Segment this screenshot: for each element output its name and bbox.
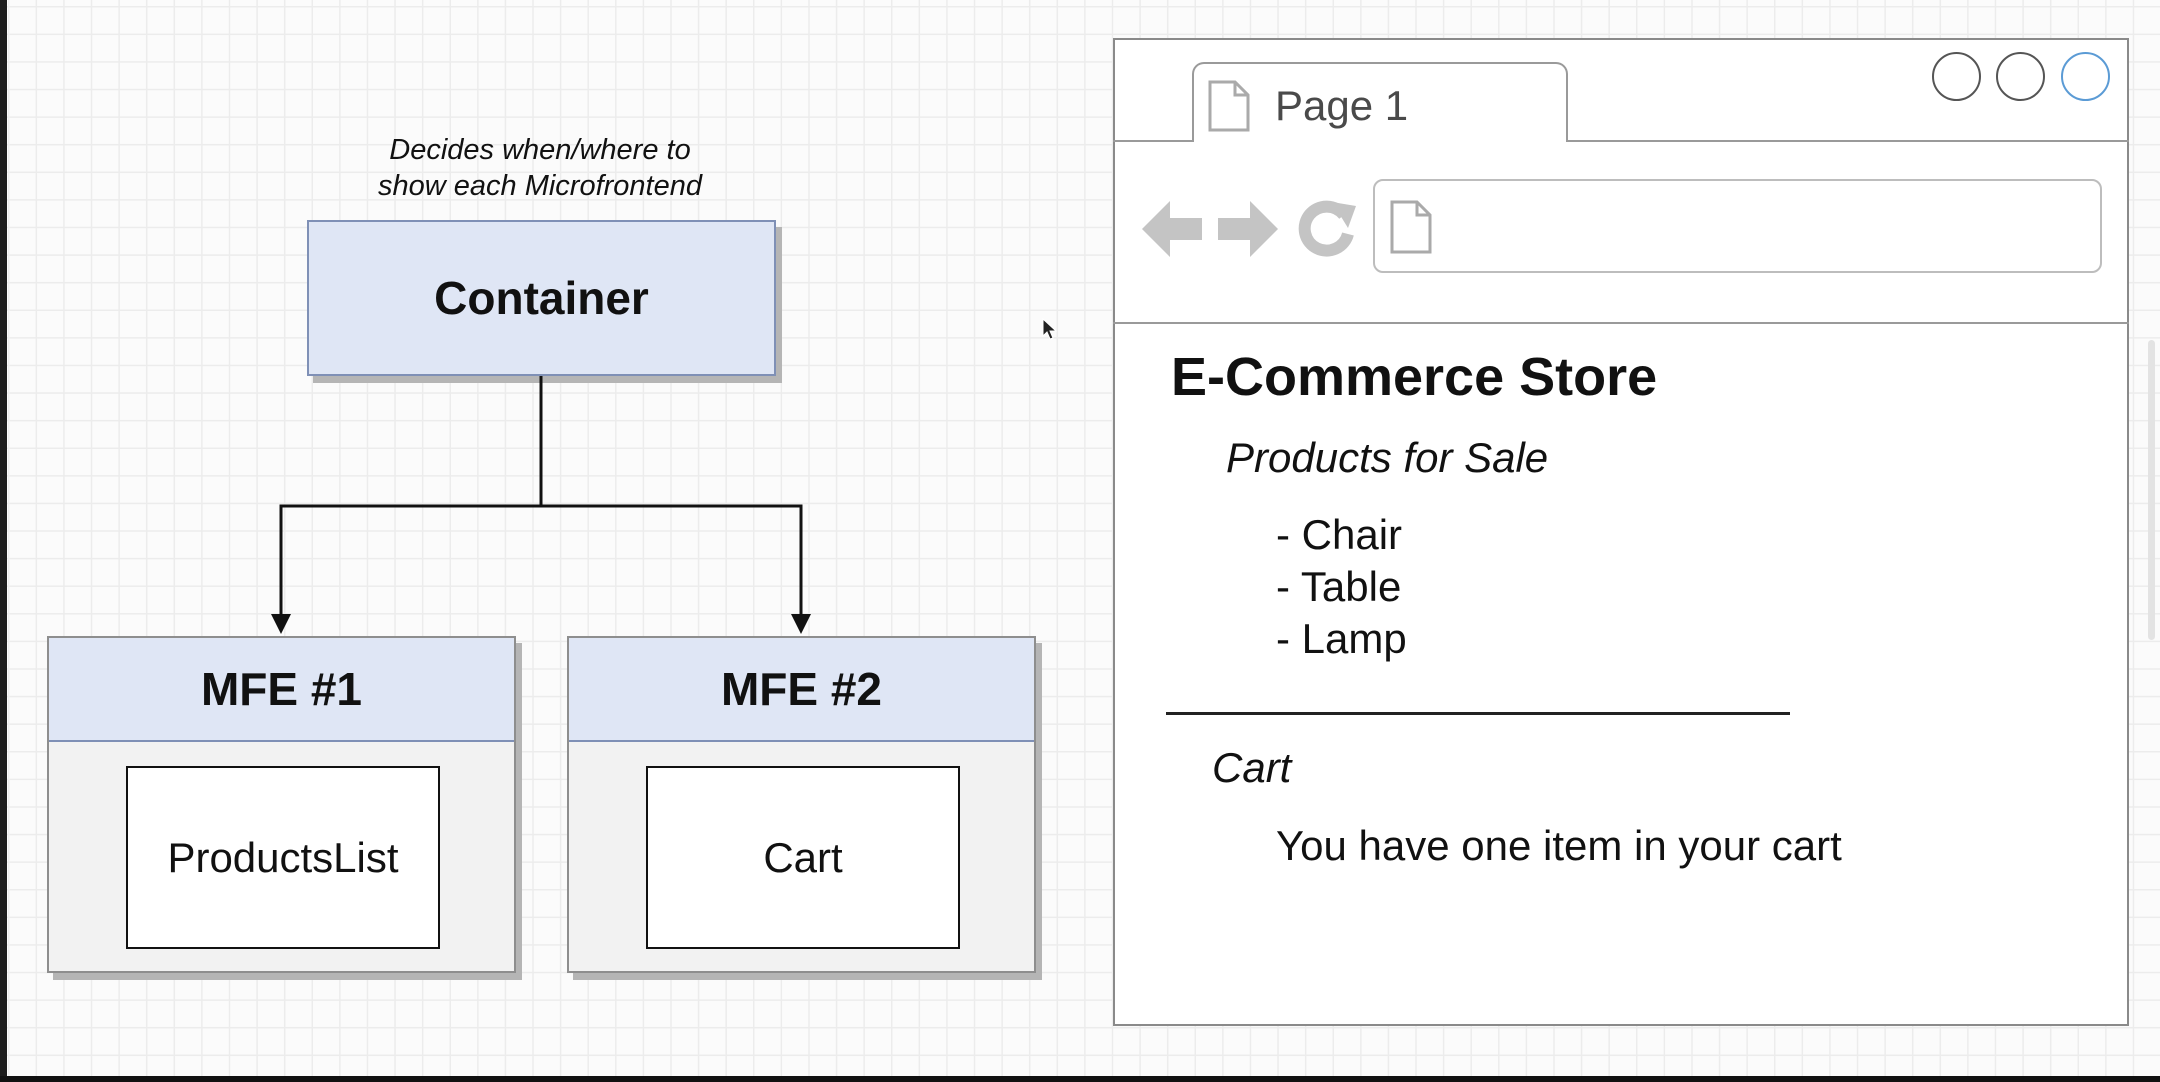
tab-bar-line: [1113, 140, 2129, 142]
connector-to-mfe2: [541, 504, 803, 618]
mfe-1-header: MFE #1: [49, 638, 514, 742]
mfe-2-header: MFE #2: [569, 638, 1034, 742]
back-arrow-icon[interactable]: [1140, 196, 1204, 262]
window-circle-icon[interactable]: [2061, 52, 2110, 101]
page-icon: [1208, 80, 1250, 132]
mfe-2-box[interactable]: MFE #2 Cart: [567, 636, 1036, 973]
mouse-cursor-icon: [1042, 318, 1058, 340]
address-bar[interactable]: [1373, 179, 2102, 273]
list-item: - Table: [1276, 563, 1402, 610]
annotation-line-2: show each Microfrontend: [378, 170, 702, 202]
toolbar-divider: [1113, 322, 2129, 324]
container-label: Container: [434, 272, 649, 324]
products-list-label: ProductsList: [167, 833, 399, 881]
connector-to-mfe1: [279, 504, 541, 618]
bottom-edge-bar: [0, 1076, 2160, 1082]
forward-arrow-icon[interactable]: [1216, 196, 1280, 262]
mfe-1-box[interactable]: MFE #1 ProductsList: [47, 636, 516, 973]
list-item: - Chair: [1276, 511, 1403, 558]
list-item: - Lamp: [1276, 615, 1407, 662]
cart-component-label: Cart: [763, 833, 843, 881]
products-list-component[interactable]: ProductsList: [126, 766, 440, 949]
page-icon: [1390, 200, 1432, 254]
products-heading: Products for Sale: [1226, 434, 1549, 481]
section-divider: [1166, 712, 1790, 715]
container-annotation: Decides when/where to show each Microfro…: [300, 132, 780, 204]
browser-tab[interactable]: [1192, 62, 1568, 142]
window-circle-icon[interactable]: [1932, 52, 1981, 101]
cart-component[interactable]: Cart: [646, 766, 960, 949]
mfe-1-title: MFE #1: [200, 663, 363, 715]
left-edge-bar: [0, 0, 7, 1082]
tab-label: Page 1: [1275, 82, 1409, 129]
cart-heading: Cart: [1212, 744, 1292, 791]
arrowhead-mfe2: [791, 614, 811, 634]
mfe-2-title: MFE #2: [720, 663, 883, 715]
arrowhead-mfe1: [271, 614, 291, 634]
page-title: E-Commerce Store: [1171, 347, 1658, 407]
annotation-line-1: Decides when/where to: [389, 134, 691, 166]
cart-message: You have one item in your cart: [1276, 822, 1842, 869]
scrollbar[interactable]: [2148, 340, 2155, 640]
container-box[interactable]: Container: [307, 220, 776, 376]
refresh-icon[interactable]: [1296, 198, 1358, 260]
window-circle-icon[interactable]: [1996, 52, 2045, 101]
